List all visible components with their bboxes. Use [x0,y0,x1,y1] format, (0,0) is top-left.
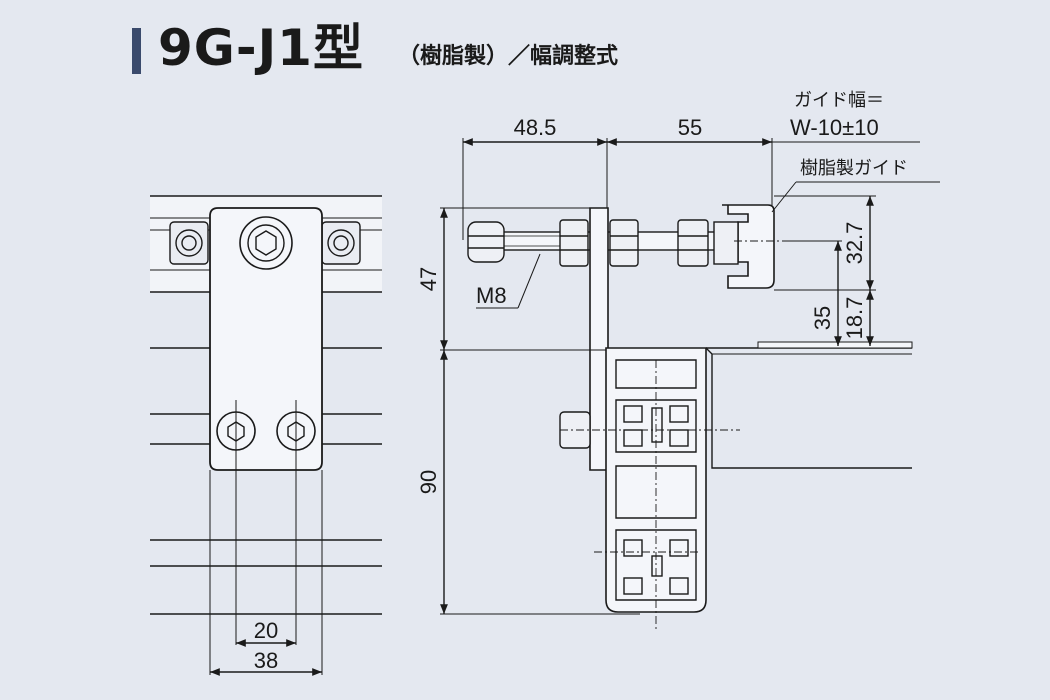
dim-20: 20 [254,618,278,643]
side-view [440,138,940,630]
guide-width-value: W-10±10 [790,115,879,140]
page-subtitle: （樹脂製）／幅調整式 [398,44,619,69]
dim-90: 90 [416,470,441,494]
bolt-size-label: M8 [476,283,507,308]
dim-48-5: 48.5 [514,115,557,140]
dim-38: 38 [254,648,278,673]
title-accent-bar [132,28,141,74]
page-title: 9G-J1型 [158,19,364,77]
guide-width-label: ガイド幅＝ [794,90,884,111]
front-view [150,195,382,676]
resin-guide-label: 樹脂製ガイド [800,158,908,179]
dim-47: 47 [416,267,441,291]
dim-32-7: 32.7 [842,222,867,265]
dim-55: 55 [678,115,702,140]
dim-35: 35 [810,306,835,330]
dim-18-7: 18.7 [842,297,867,340]
